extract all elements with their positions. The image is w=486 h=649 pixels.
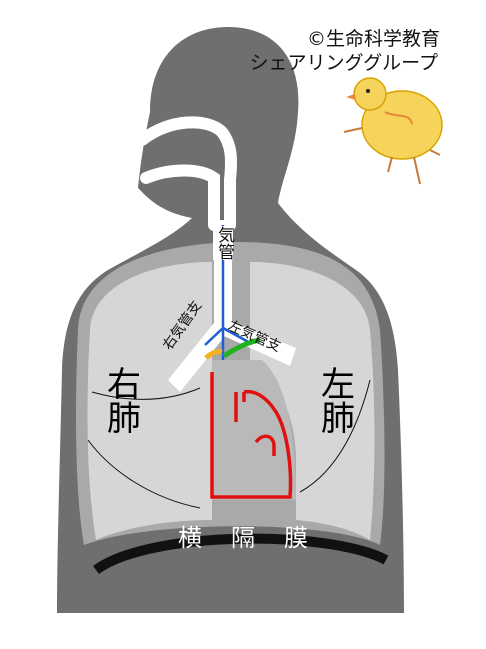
trachea-label: 気管 [213,226,234,260]
copyright-line-1: ©生命科学教育 [306,28,440,50]
left-lung-label: 左肺 [321,365,355,439]
copyright-line-2: シェアリンググループ [249,52,438,74]
left-lung-fissure [299,379,371,493]
right-bronchus-highlight [204,349,223,360]
left-bronchus-highlight [222,337,261,359]
right-lung-fissure-upper [91,387,201,400]
diaphragm-label: 横隔膜 [178,524,337,552]
heart-region [212,360,296,500]
chick-icon [343,77,443,185]
left-lung [250,262,375,540]
heart-outline [210,372,293,499]
nasal-airway [136,116,237,231]
copyright-notice: ©生命科学教育 シェアリンググループ [232,27,482,75]
left-bronchus-band [224,320,296,366]
right-bronchus-line [204,327,224,346]
right-lung-fissure-lower [87,439,201,509]
right-lung-label: 右肺 [107,365,141,439]
heart-inner-chamber [254,434,276,456]
oral-airway [140,164,220,231]
diaphragm-curve [93,533,389,575]
